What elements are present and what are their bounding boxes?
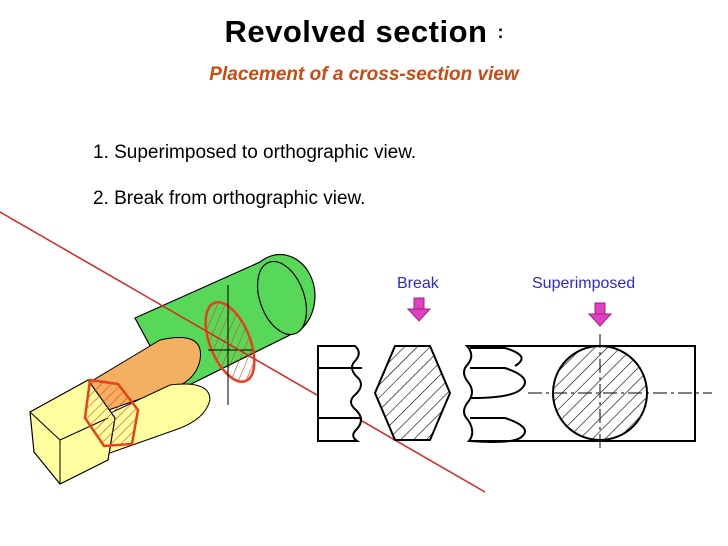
- superimposed-arrow: [587, 302, 613, 327]
- slide-title: Revolved section: [224, 14, 488, 49]
- rod-3d: [29, 253, 316, 485]
- slide-subtitle: Placement of a cross-section view: [209, 64, 519, 85]
- list-item-superimposed: 1. Superimposed to orthographic view.: [93, 142, 417, 163]
- circle-section-3d: [204, 301, 256, 383]
- rod-cylinder-end: [256, 260, 308, 336]
- label-superimposed: Superimposed: [532, 275, 636, 292]
- list-item-break: 2. Break from orthographic view.: [93, 188, 366, 209]
- ortho-left-block: [317, 345, 362, 442]
- cutting-plane-line: [0, 211, 486, 493]
- label-break: Break: [397, 275, 439, 292]
- break-arrow: [406, 297, 432, 322]
- title-colon: :: [497, 22, 504, 42]
- hex-section-break: [373, 345, 452, 441]
- title-row: Revolved section:: [0, 14, 728, 50]
- hex-section-3d: [83, 378, 140, 448]
